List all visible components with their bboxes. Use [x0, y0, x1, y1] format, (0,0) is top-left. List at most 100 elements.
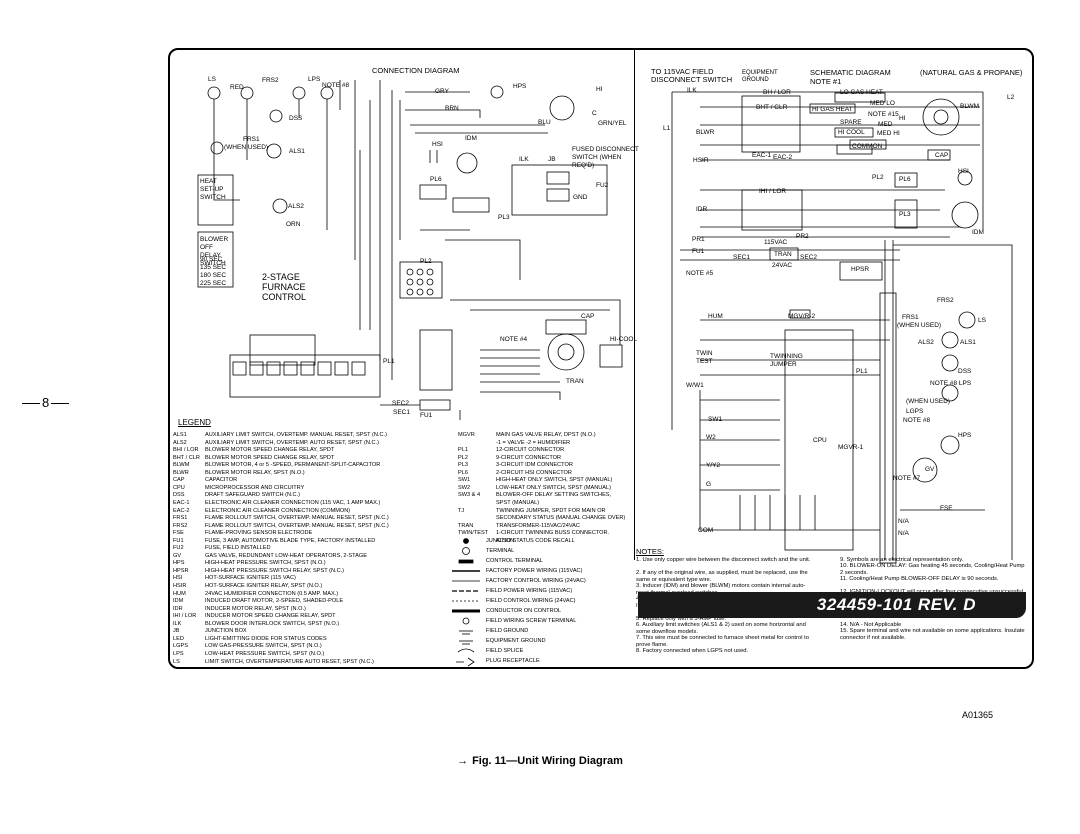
equipment-ground-label: EQUIPMENT GROUND — [742, 70, 778, 83]
legend-symbol-label: JUNCTION — [486, 538, 515, 544]
legend-symbol-label: FIELD SPLICE — [486, 648, 524, 654]
sch-note15: NOTE #15 — [868, 111, 899, 118]
legend-code: BLWM — [173, 462, 190, 469]
label-225sec: 225 SEC — [200, 280, 227, 287]
sch-pl3: PL3 — [899, 211, 911, 218]
legend-symbol-label: PLUG RECEPTACLE — [486, 658, 540, 664]
label-fused-disconnect: FUSED DISCONNECT SWITCH (WHEN REQ'D) — [572, 146, 639, 169]
legend-code: SW2 — [458, 484, 471, 491]
label-fu1: FU1 — [420, 412, 433, 419]
sch-when-used: (WHEN USED) — [897, 322, 942, 329]
page-number: 8 — [20, 395, 71, 410]
legend-description: FLAME-PROVING SENSOR ELECTRODE — [205, 530, 313, 537]
label-blwm: TRAN — [566, 378, 584, 385]
label-grnyel: GRN/YEL — [598, 120, 627, 127]
legend-entry: SPST (MANUAL) — [458, 500, 539, 507]
revision-text: 324459-101 REV. D — [816, 595, 976, 614]
legend-code: TWIN/TEST — [458, 530, 489, 537]
legend-symbol-label: TERMINAL — [486, 548, 515, 554]
sch-note8: NOTE #8 — [903, 417, 931, 424]
sch-when-used-2: (WHEN USED) — [906, 398, 951, 405]
legend-code: ALS1 — [173, 432, 187, 438]
label-red: RED — [230, 84, 244, 91]
label-tran: HI-COOL — [610, 336, 638, 343]
diagram-frame — [168, 48, 1034, 669]
legend-description: FUSE, FIELD INSTALLED — [205, 545, 271, 552]
legend-description: HIGH-HEAT PRESSURE SWITCH, SPST (N.O.) — [205, 560, 326, 567]
label-hi: HI — [596, 86, 603, 93]
legend-code: IHI / LOR — [173, 613, 197, 620]
notes-title: NOTES: — [636, 547, 664, 556]
legend-entry: SW2 LOW-HEAT ONLY SWITCH, SPST (MANUAL) — [458, 485, 611, 492]
legend-description: HOT-SURFACE IGNITER RELAY, SPST (N.O.) — [205, 583, 323, 589]
note-item: 9. Symbols are an electrical representat… — [840, 557, 964, 563]
legend-code: CAP — [173, 477, 185, 484]
note-item: 10. BLOWER-ON DELAY: Gas heating 45 seco… — [840, 563, 1025, 576]
label-blower-off-delay: BLOWER OFF DELAY SWITCH — [200, 236, 229, 267]
sch-twinning-jumper: TWINNING JUMPER — [770, 353, 803, 368]
sch-na2: N/A — [898, 530, 909, 537]
sch-als1: ALS1 — [960, 339, 976, 346]
legend-description: BLOWER MOTOR SPEED CHANGE RELAY, SPDT — [205, 454, 335, 461]
sch-blwr: BLWR — [696, 129, 715, 136]
legend-entry: -1 = VALVE -2 = HUMIDIFIER — [458, 440, 570, 447]
note-item: 14. N/A - Not Applicable — [840, 622, 902, 628]
sch-mgvr1: MGVR-1 — [838, 444, 864, 451]
sch-eac2: EAC-2 — [773, 154, 793, 161]
sch-hum: HUM — [708, 313, 723, 320]
label-idm: IDM — [465, 135, 477, 142]
sch-med-hi: MED HI — [877, 130, 900, 137]
legend-description: AUXILIARY LIMIT SWITCH, OVERTEMP. AUTO R… — [205, 439, 379, 446]
legend-description: ELECTRONIC AIR CLEANER CONNECTION (COMMO… — [205, 507, 351, 514]
legend-code: TJ — [458, 507, 465, 514]
legend-description: LOW GAS-PRESSURE SWITCH, SPST (N.O.) — [205, 643, 322, 650]
sch-dss: DSS — [958, 368, 972, 375]
legend-symbol-label: CONTROL TERMINAL — [486, 558, 543, 564]
legend-code: EAC-2 — [173, 507, 190, 514]
label-90sec: 90 SEC — [200, 256, 223, 263]
sch-frs1: FRS1 — [902, 314, 919, 321]
legend-code: LS — [173, 658, 180, 665]
legend-code: MGVR — [458, 432, 475, 438]
sch-hsi: HSI — [958, 168, 969, 175]
legend-description: AUXILIARY LIMIT SWITCH, OVERTEMP. MANUAL… — [205, 432, 387, 438]
legend-description: HOT-SURFACE IGNITER (115 VAC) — [205, 575, 296, 582]
sch-cap: CAP — [935, 152, 949, 159]
legend-description: FUSE, 3 AMP, AUTOMOTIVE BLADE TYPE, FACT… — [205, 537, 376, 544]
legend-code: EAC-1 — [173, 499, 190, 506]
label-gry: GRY — [435, 88, 449, 95]
legend: LEGEND — [170, 418, 630, 666]
label-c: C — [592, 110, 597, 117]
label-pl6: PL6 — [430, 176, 442, 183]
schematic-note: NOTE #1 — [810, 77, 842, 86]
legend-description: ALSO STATUS CODE RECALL — [496, 537, 575, 544]
legend-code: PL2 — [458, 454, 468, 461]
legend-description: LIMIT SWITCH, OVERTEMPERATURE AUTO RESET… — [205, 658, 374, 665]
sch-lgps: LGPS — [906, 408, 924, 415]
section-divider — [634, 50, 635, 560]
sch-ihilor: IHI / LOR — [759, 188, 787, 195]
sch-eac1: EAC-1 — [752, 152, 772, 159]
legend-code: GV — [173, 552, 182, 559]
legend-code: SW1 — [458, 477, 471, 484]
legend-description: BLOWER MOTOR RELAY, SPST (N.O.) — [205, 469, 305, 476]
label-dss: DSS — [289, 115, 303, 122]
legend-description: LOW-HEAT ONLY SWITCH, SPST (MANUAL) — [496, 484, 611, 491]
legend-code: DSS — [173, 492, 185, 499]
